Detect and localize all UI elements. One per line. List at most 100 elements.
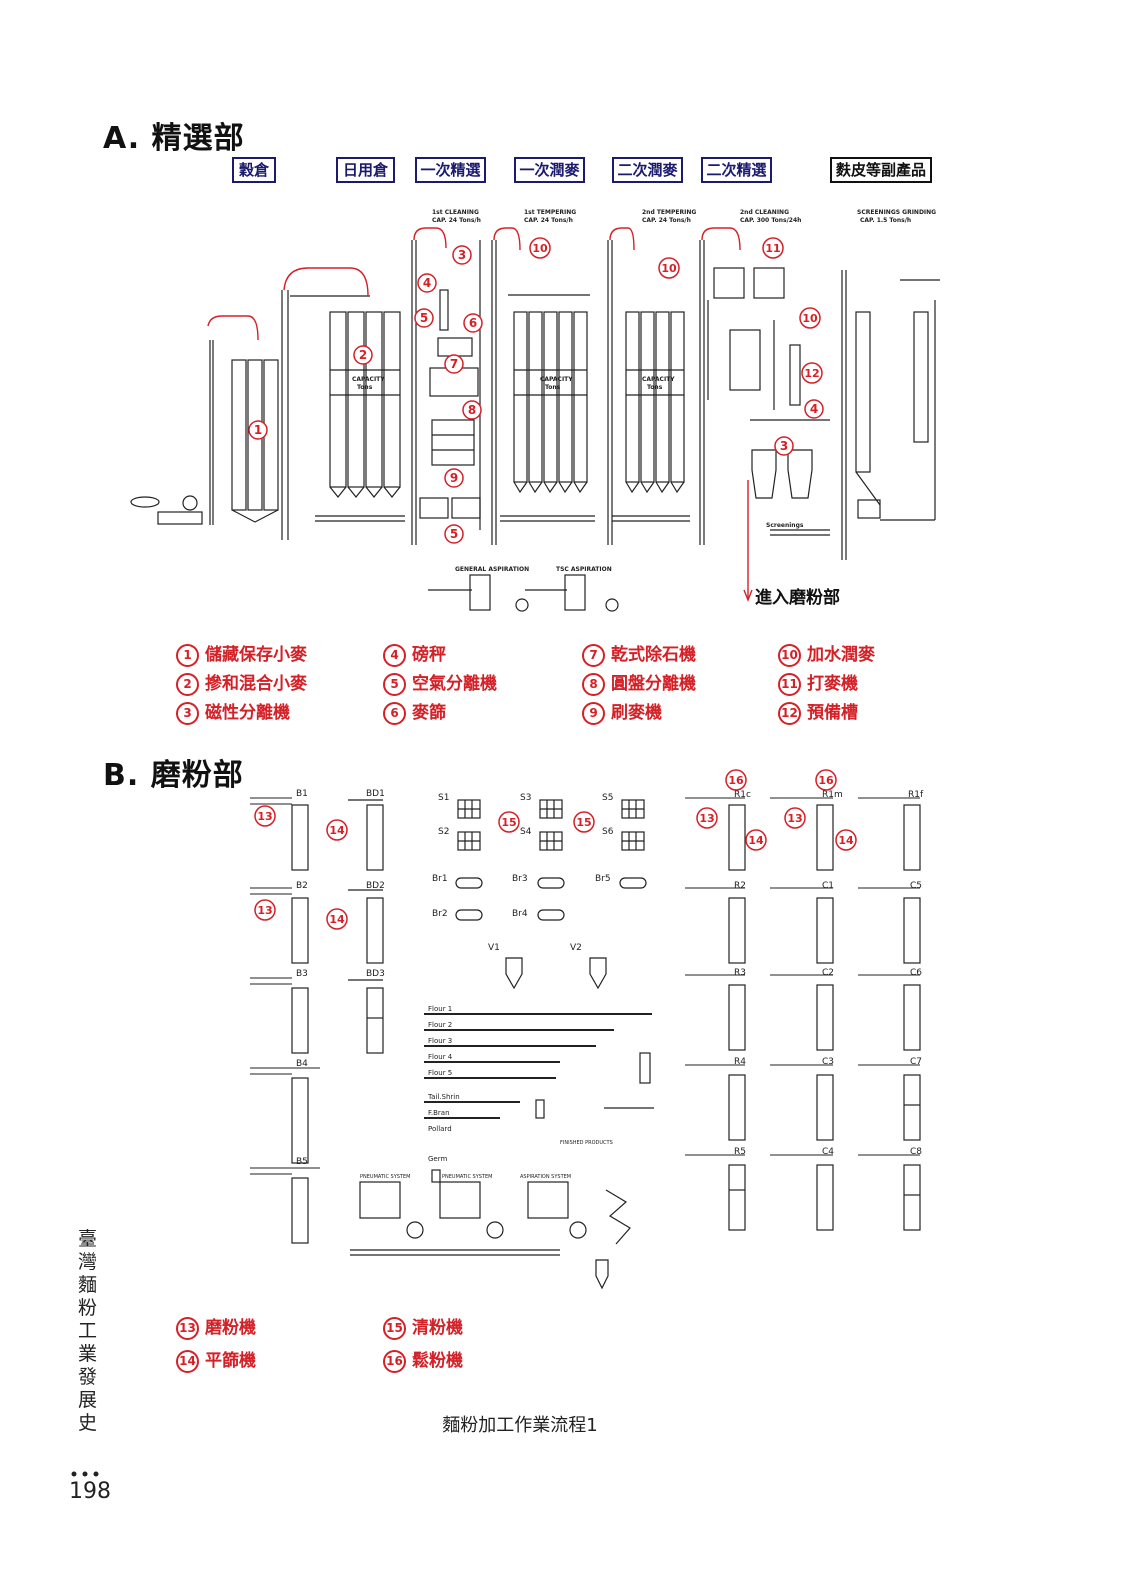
label-s1: S1 bbox=[438, 793, 449, 803]
label-tail-shrin: Tail.Shrin bbox=[427, 1093, 460, 1101]
label-pneumatic-2: PNEUMATIC SYSTEM bbox=[442, 1174, 492, 1180]
label-br3: Br3 bbox=[512, 874, 528, 884]
label-r1m: R1m bbox=[822, 790, 843, 800]
label-second-cleaning-cap: CAP. 300 Tons/24h bbox=[740, 217, 801, 224]
label-germ: Germ bbox=[428, 1155, 447, 1163]
label-bd3: BD3 bbox=[366, 969, 385, 979]
svg-text:1: 1 bbox=[254, 423, 262, 437]
label-s2: S2 bbox=[438, 827, 449, 837]
svg-text:13: 13 bbox=[257, 904, 272, 917]
label-b1: B1 bbox=[296, 789, 308, 799]
svg-text:12: 12 bbox=[804, 367, 819, 380]
label-c3: C3 bbox=[822, 1057, 834, 1067]
label-general-aspiration: GENERAL ASPIRATION bbox=[455, 566, 529, 573]
svg-text:16: 16 bbox=[728, 774, 744, 787]
svg-text:5: 5 bbox=[420, 311, 428, 325]
tag-first-cleaning: 一次精選 bbox=[415, 157, 486, 183]
svg-text:3: 3 bbox=[458, 248, 466, 262]
label-c6: C6 bbox=[910, 968, 922, 978]
page-dots-icon bbox=[71, 1471, 99, 1477]
label-first-tempering: 1st TEMPERING bbox=[524, 209, 576, 216]
label-flour-5: Flour 5 bbox=[428, 1069, 452, 1077]
label-bd1: BD1 bbox=[366, 789, 385, 799]
label-br4: Br4 bbox=[512, 909, 528, 919]
svg-text:14: 14 bbox=[329, 824, 345, 837]
enter-milling-text: 進入磨粉部 bbox=[755, 588, 840, 608]
label-bd2: BD2 bbox=[366, 881, 385, 891]
svg-text:8: 8 bbox=[468, 403, 476, 417]
label-tons-2: Tons bbox=[545, 384, 561, 391]
label-s3: S3 bbox=[520, 793, 531, 803]
label-b4: B4 bbox=[296, 1059, 308, 1069]
svg-text:2: 2 bbox=[359, 348, 367, 362]
label-r1f: R1f bbox=[908, 790, 924, 800]
label-first-cleaning: 1st CLEANING bbox=[432, 209, 479, 216]
label-r4: R4 bbox=[734, 1057, 746, 1067]
svg-text:7: 7 bbox=[450, 357, 458, 371]
svg-text:10: 10 bbox=[802, 312, 818, 325]
label-r2: R2 bbox=[734, 881, 746, 891]
label-tons-3: Tons bbox=[647, 384, 663, 391]
svg-text:4: 4 bbox=[423, 276, 431, 290]
label-flour-2: Flour 2 bbox=[428, 1021, 452, 1029]
svg-text:4: 4 bbox=[810, 402, 818, 416]
label-flour-1: Flour 1 bbox=[428, 1005, 452, 1013]
svg-text:10: 10 bbox=[661, 262, 677, 275]
label-b5: B5 bbox=[296, 1157, 308, 1167]
svg-text:14: 14 bbox=[838, 834, 854, 847]
milling-flow-diagram: B1 B2 B3 B4 B5 BD1 BD2 BD3 S1 S2 S3 S4 S… bbox=[250, 769, 924, 1290]
label-r3: R3 bbox=[734, 968, 746, 978]
label-capacity-2: CAPACITY bbox=[540, 376, 573, 383]
label-pollard: Pollard bbox=[428, 1125, 452, 1133]
label-first-tempering-cap: CAP. 24 Tons/h bbox=[524, 217, 573, 224]
label-first-cleaning-cap: CAP. 24 Tons/h bbox=[432, 217, 481, 224]
section-b-title: B. 磨粉部 bbox=[103, 758, 244, 793]
svg-text:6: 6 bbox=[469, 316, 477, 330]
label-c8: C8 bbox=[910, 1147, 922, 1157]
label-b2: B2 bbox=[296, 881, 308, 891]
label-c7: C7 bbox=[910, 1057, 922, 1067]
label-c5: C5 bbox=[910, 881, 922, 891]
label-tsc-aspiration: TSC ASPIRATION bbox=[556, 566, 612, 573]
svg-text:3: 3 bbox=[780, 439, 788, 453]
svg-text:15: 15 bbox=[501, 816, 516, 829]
cleaning-flow-diagram: 1st CLEANING CAP. 24 Tons/h 1st TEMPERIN… bbox=[130, 209, 940, 612]
label-capacity-3: CAPACITY bbox=[642, 376, 675, 383]
svg-text:13: 13 bbox=[787, 812, 802, 825]
svg-text:13: 13 bbox=[699, 812, 714, 825]
svg-text:16: 16 bbox=[818, 774, 834, 787]
tag-second-cleaning: 二次精選 bbox=[701, 157, 772, 183]
tag-byproducts: 麩皮等副產品 bbox=[830, 157, 932, 183]
label-c2: C2 bbox=[822, 968, 834, 978]
label-br5: Br5 bbox=[595, 874, 611, 884]
svg-text:14: 14 bbox=[329, 913, 345, 926]
label-v1: V1 bbox=[488, 943, 500, 953]
label-capacity-1: CAPACITY bbox=[352, 376, 385, 383]
label-f-bran: F.Bran bbox=[428, 1109, 450, 1117]
label-second-tempering: 2nd TEMPERING bbox=[642, 209, 696, 216]
tag-second-tempering: 二次潤麥 bbox=[612, 157, 683, 183]
svg-text:5: 5 bbox=[450, 527, 458, 541]
label-aspiration: ASPIRATION SYSTEM bbox=[520, 1174, 571, 1180]
label-br1: Br1 bbox=[432, 874, 448, 884]
label-r1c: R1c bbox=[734, 790, 751, 800]
label-v2: V2 bbox=[570, 943, 582, 953]
label-finished-products: FINISHED PRODUCTS bbox=[560, 1140, 613, 1146]
label-s5: S5 bbox=[602, 793, 613, 803]
label-second-cleaning: 2nd CLEANING bbox=[740, 209, 789, 216]
label-r5: R5 bbox=[734, 1147, 746, 1157]
label-c1: C1 bbox=[822, 881, 834, 891]
label-screenings: Screenings bbox=[766, 522, 804, 529]
